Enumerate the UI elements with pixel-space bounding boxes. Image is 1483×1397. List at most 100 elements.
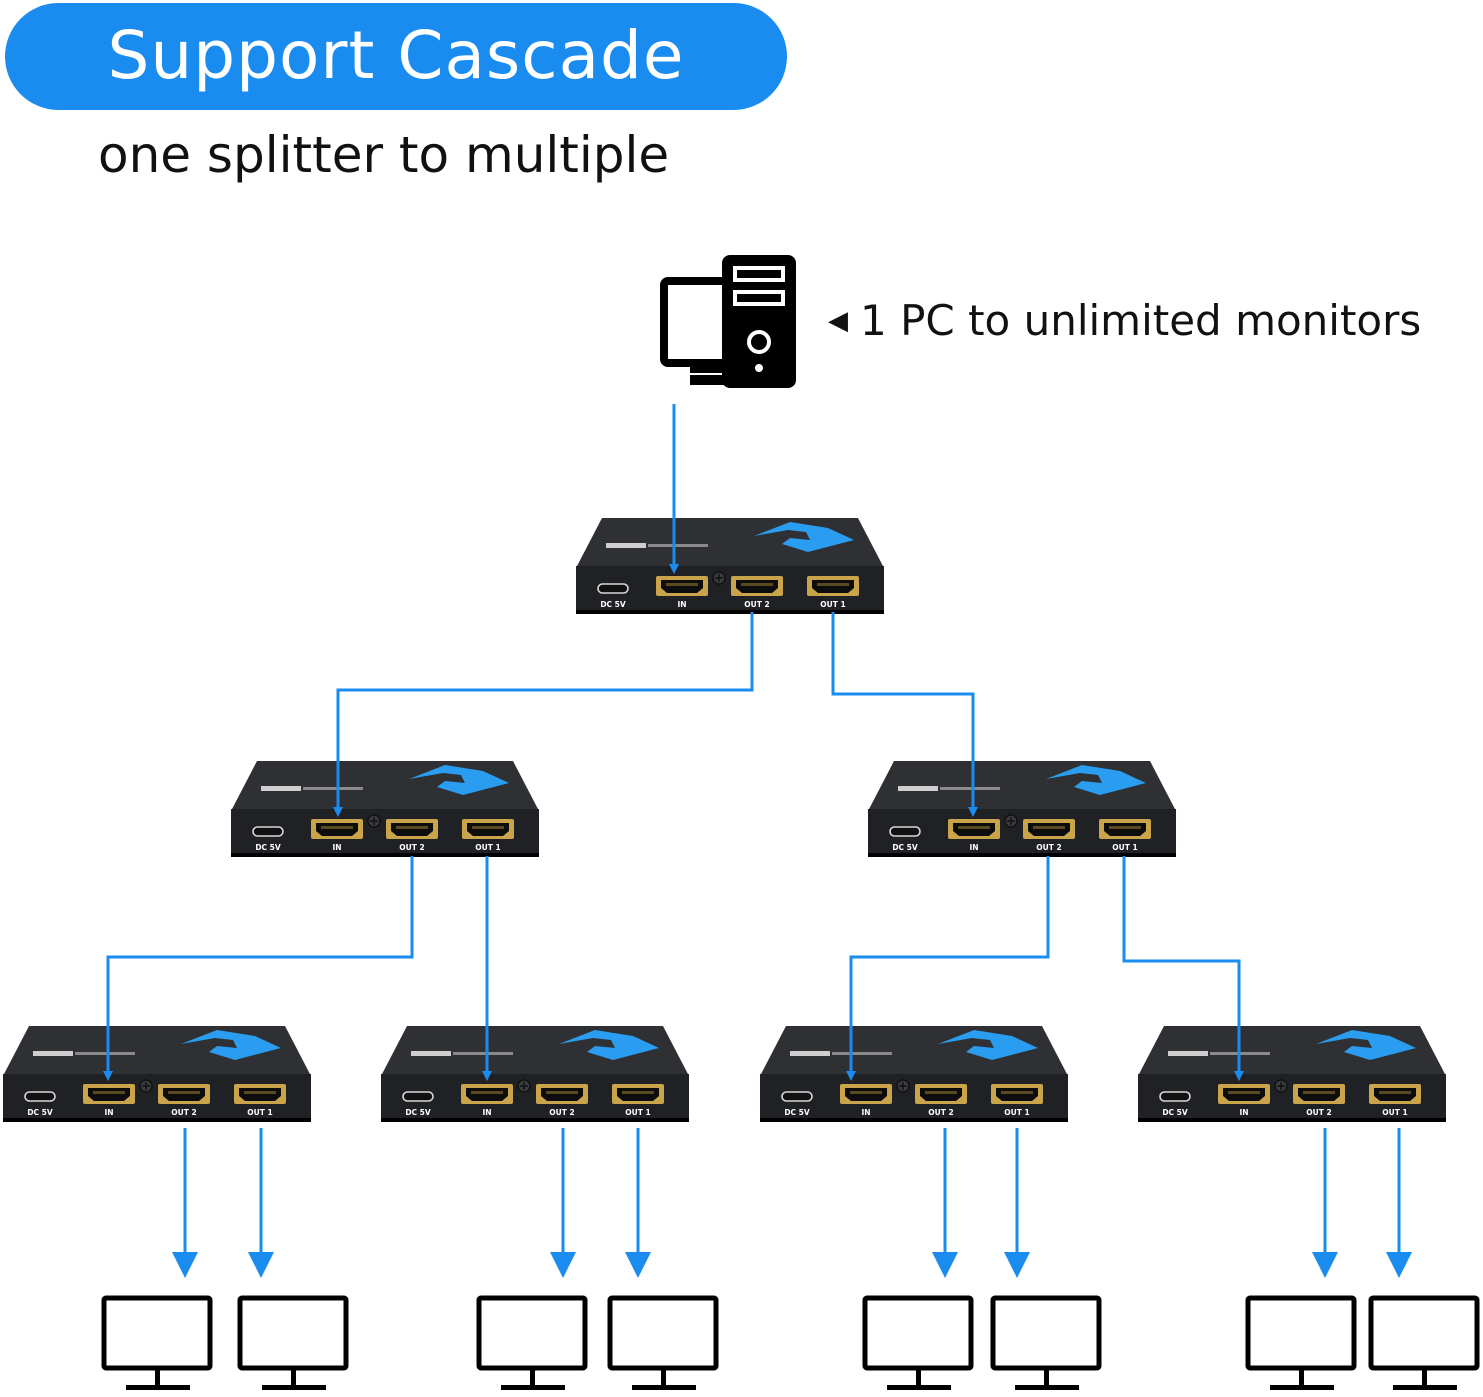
power-label: DC 5V xyxy=(1162,1108,1188,1117)
hdmi-port-icon xyxy=(845,1088,887,1101)
monitor-icon xyxy=(862,1295,974,1390)
monitor-stand xyxy=(501,1385,565,1390)
brand-name-mark xyxy=(606,543,646,548)
hdmi-port-icon xyxy=(467,823,509,836)
monitor-icon xyxy=(1368,1295,1480,1390)
monitor-screen xyxy=(990,1295,1102,1371)
hdmi-pins xyxy=(546,1091,578,1094)
monitor-neck xyxy=(661,1368,666,1386)
brand-name-mark xyxy=(790,1051,830,1056)
hdmi-pins xyxy=(1303,1091,1335,1094)
model-text-mark xyxy=(453,1052,513,1055)
model-text-mark xyxy=(648,544,708,547)
screw-slot xyxy=(520,1082,528,1090)
brand-logo-icon xyxy=(409,765,509,795)
hdmi-port-icon xyxy=(1104,823,1146,836)
port-label: OUT 1 xyxy=(820,600,845,609)
screw-slot xyxy=(370,817,378,825)
port-label: OUT 1 xyxy=(1112,843,1137,852)
monitor-neck xyxy=(530,1368,535,1386)
port-label: OUT 1 xyxy=(1382,1108,1407,1117)
hdmi-port-icon xyxy=(466,1088,508,1101)
usb-c-power-port xyxy=(402,1091,434,1102)
screw-slot xyxy=(1007,817,1015,825)
hdmi-port-icon xyxy=(316,823,358,836)
hdmi-port-icon xyxy=(1223,1088,1265,1101)
monitor-stand xyxy=(887,1385,951,1390)
hdmi-pins xyxy=(1228,1091,1260,1094)
brand-name-mark xyxy=(261,786,301,791)
port-label: OUT 1 xyxy=(247,1108,272,1117)
brand-logo-icon xyxy=(1046,765,1146,795)
port-label: OUT 1 xyxy=(625,1108,650,1117)
port-label: OUT 2 xyxy=(399,843,424,852)
brand-logo-icon xyxy=(181,1030,281,1060)
port-label: OUT 1 xyxy=(475,843,500,852)
splitter-base xyxy=(760,1118,1068,1122)
monitor-stand xyxy=(262,1385,326,1390)
monitor-neck xyxy=(916,1368,921,1386)
screw-slot xyxy=(899,1082,907,1090)
hdmi-port-icon xyxy=(88,1088,130,1101)
model-text-mark xyxy=(75,1052,135,1055)
hdmi-pins xyxy=(472,826,504,829)
hdmi-port-icon xyxy=(391,823,433,836)
pointer-left-icon: ◀ xyxy=(828,306,848,336)
brand-logo-icon xyxy=(559,1030,659,1060)
monitor-icon xyxy=(101,1295,213,1390)
hdmi-pins xyxy=(850,1091,882,1094)
brand-logo-icon xyxy=(1316,1030,1416,1060)
link-root-out2 xyxy=(333,612,754,817)
hdmi-pins xyxy=(1109,826,1141,829)
port-label: OUT 2 xyxy=(744,600,769,609)
port-label: OUT 2 xyxy=(549,1108,574,1117)
hdmi-pins xyxy=(1001,1091,1033,1094)
splitter-base xyxy=(381,1118,689,1122)
hdmi-port-icon xyxy=(953,823,995,836)
desktop-pc-icon xyxy=(660,255,796,388)
hdmi-pins xyxy=(321,826,353,829)
port-label: IN xyxy=(861,1108,870,1117)
port-label: OUT 2 xyxy=(171,1108,196,1117)
monitor-stand xyxy=(1393,1385,1457,1390)
splitter-base xyxy=(868,853,1176,857)
screw-slot xyxy=(142,1082,150,1090)
hdmi-pins xyxy=(666,583,698,586)
hdmi-pins xyxy=(396,826,428,829)
power-label: DC 5V xyxy=(405,1108,431,1117)
monitor-screen xyxy=(476,1295,588,1371)
port-label: IN xyxy=(1239,1108,1248,1117)
brand-logo-icon xyxy=(754,522,854,552)
monitor-icon xyxy=(1245,1295,1357,1390)
usb-c-power-port xyxy=(1159,1091,1191,1102)
splitter-base xyxy=(231,853,539,857)
monitor-stand xyxy=(126,1385,190,1390)
hdmi-pins xyxy=(1033,826,1065,829)
hdmi-port-icon xyxy=(736,580,778,593)
link-l1-out2 xyxy=(103,856,414,1081)
hdmi-pins xyxy=(1379,1091,1411,1094)
hdmi-port-icon xyxy=(920,1088,962,1101)
model-text-mark xyxy=(303,787,363,790)
port-label: IN xyxy=(969,843,978,852)
monitor-screen xyxy=(607,1295,719,1371)
hdmi-port-icon xyxy=(1374,1088,1416,1101)
monitor-icon xyxy=(237,1295,349,1390)
monitor-stand xyxy=(632,1385,696,1390)
hdmi-pins xyxy=(622,1091,654,1094)
power-label: DC 5V xyxy=(27,1108,53,1117)
port-label: OUT 1 xyxy=(1004,1108,1029,1117)
monitor-neck xyxy=(1422,1368,1427,1386)
monitor-neck xyxy=(1299,1368,1304,1386)
monitor-icon xyxy=(476,1295,588,1390)
monitor-screen xyxy=(101,1295,213,1371)
monitor-neck xyxy=(1044,1368,1049,1386)
hdmi-pins xyxy=(958,826,990,829)
port-label: OUT 2 xyxy=(928,1108,953,1117)
